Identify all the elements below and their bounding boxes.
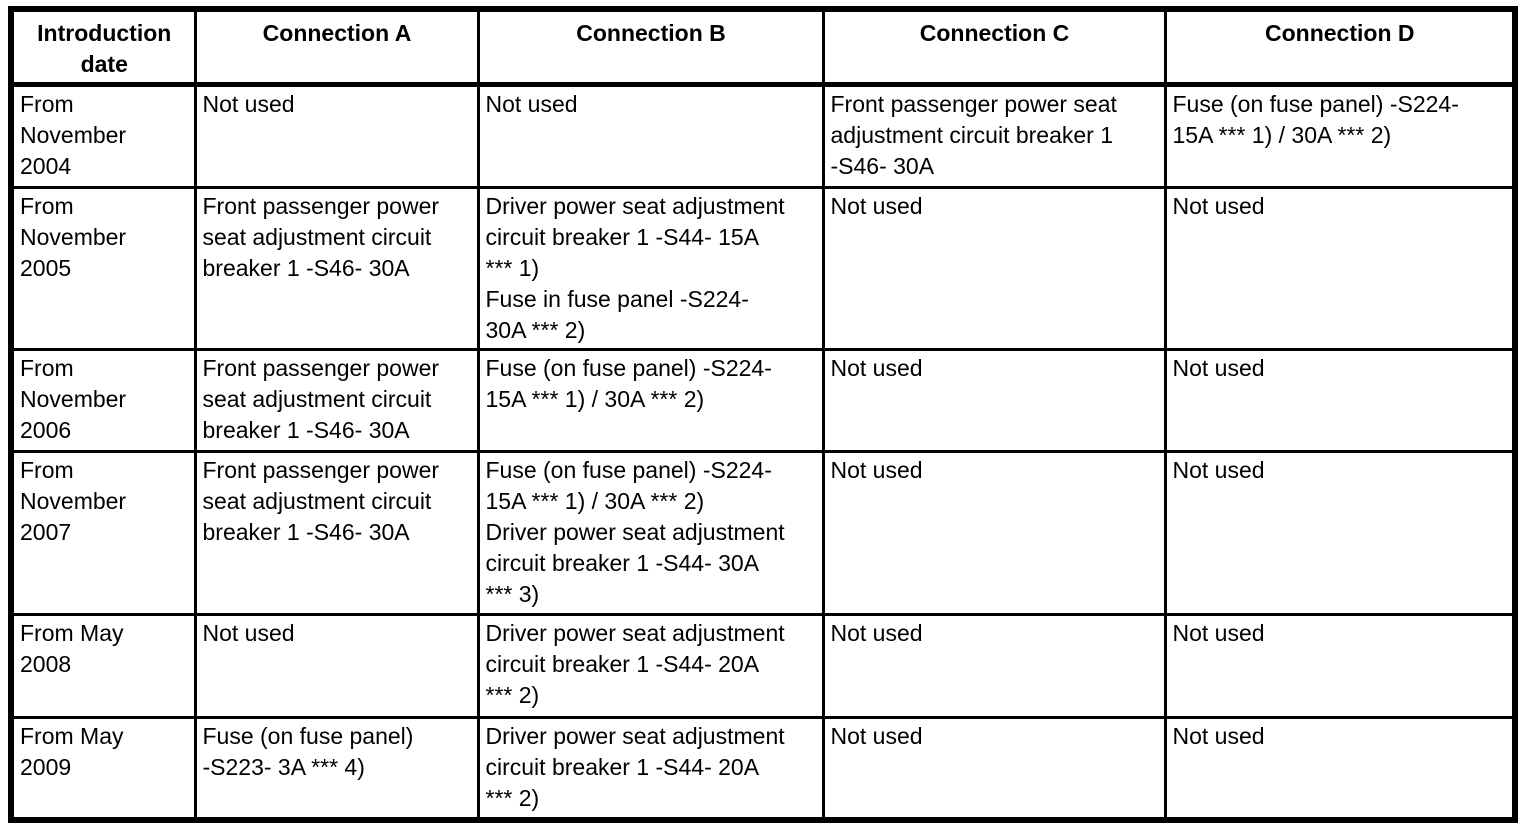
cell-introduction-date: From May 2009 (9, 716, 197, 821)
cell-introduction-date: From November 2005 (9, 186, 197, 351)
cell-connection-a: Fuse (on fuse panel) -S223- 3A *** 4) (193, 716, 480, 821)
header-cell-connection-c: Connection C (821, 7, 1167, 87)
table-row-nov-2005: From November 2005 Front passenger power… (9, 186, 1517, 351)
cell-connection-a: Front passenger power seat adjustment ci… (193, 450, 480, 616)
cell-connection-c: Not used (821, 450, 1167, 616)
cell-connection-c: Not used (821, 716, 1167, 821)
cell-connection-c: Not used (821, 186, 1167, 351)
table-row-may-2009: From May 2009 Fuse (on fuse panel) -S223… (9, 716, 1517, 821)
cell-introduction-date: From November 2004 (9, 83, 197, 189)
cell-connection-d: Not used (1163, 348, 1517, 453)
cell-connection-b: Driver power seat adjustment circuit bre… (476, 186, 825, 351)
cell-connection-c: Not used (821, 613, 1167, 719)
header-cell-connection-b: Connection B (476, 7, 825, 87)
header-cell-connection-a: Connection A (193, 7, 480, 87)
introduction-date-connections-table: Introduction date Connection A Connectio… (8, 6, 1518, 823)
cell-connection-b: Fuse (on fuse panel) -S224- 15A *** 1) /… (476, 450, 825, 616)
table-row-may-2008: From May 2008 Not used Driver power seat… (9, 613, 1517, 719)
table-row-nov-2006: From November 2006 Front passenger power… (9, 348, 1517, 453)
cell-connection-d: Fuse (on fuse panel) -S224- 15A *** 1) /… (1163, 83, 1517, 189)
cell-connection-c: Not used (821, 348, 1167, 453)
cell-connection-a: Not used (193, 83, 480, 189)
cell-connection-a: Front passenger power seat adjustment ci… (193, 186, 480, 351)
table-row-nov-2004: From November 2004 Not used Not used Fro… (9, 83, 1517, 189)
header-row: Introduction date Connection A Connectio… (9, 7, 1517, 87)
cell-connection-b: Driver power seat adjustment circuit bre… (476, 613, 825, 719)
cell-introduction-date: From November 2006 (9, 348, 197, 453)
cell-connection-b: Fuse (on fuse panel) -S224- 15A *** 1) /… (476, 348, 825, 453)
cell-connection-d: Not used (1163, 450, 1517, 616)
cell-connection-a: Front passenger power seat adjustment ci… (193, 348, 480, 453)
table-row-nov-2007: From November 2007 Front passenger power… (9, 450, 1517, 616)
cell-connection-a: Not used (193, 613, 480, 719)
cell-connection-d: Not used (1163, 186, 1517, 351)
cell-connection-c: Front passenger power seat adjustment ci… (821, 83, 1167, 189)
cell-introduction-date: From November 2007 (9, 450, 197, 616)
cell-connection-b: Not used (476, 83, 825, 189)
cell-connection-b: Driver power seat adjustment circuit bre… (476, 716, 825, 821)
header-cell-introduction-date: Introduction date (9, 7, 197, 87)
cell-introduction-date: From May 2008 (9, 613, 197, 719)
cell-connection-d: Not used (1163, 613, 1517, 719)
header-cell-connection-d: Connection D (1163, 7, 1517, 87)
cell-connection-d: Not used (1163, 716, 1517, 821)
